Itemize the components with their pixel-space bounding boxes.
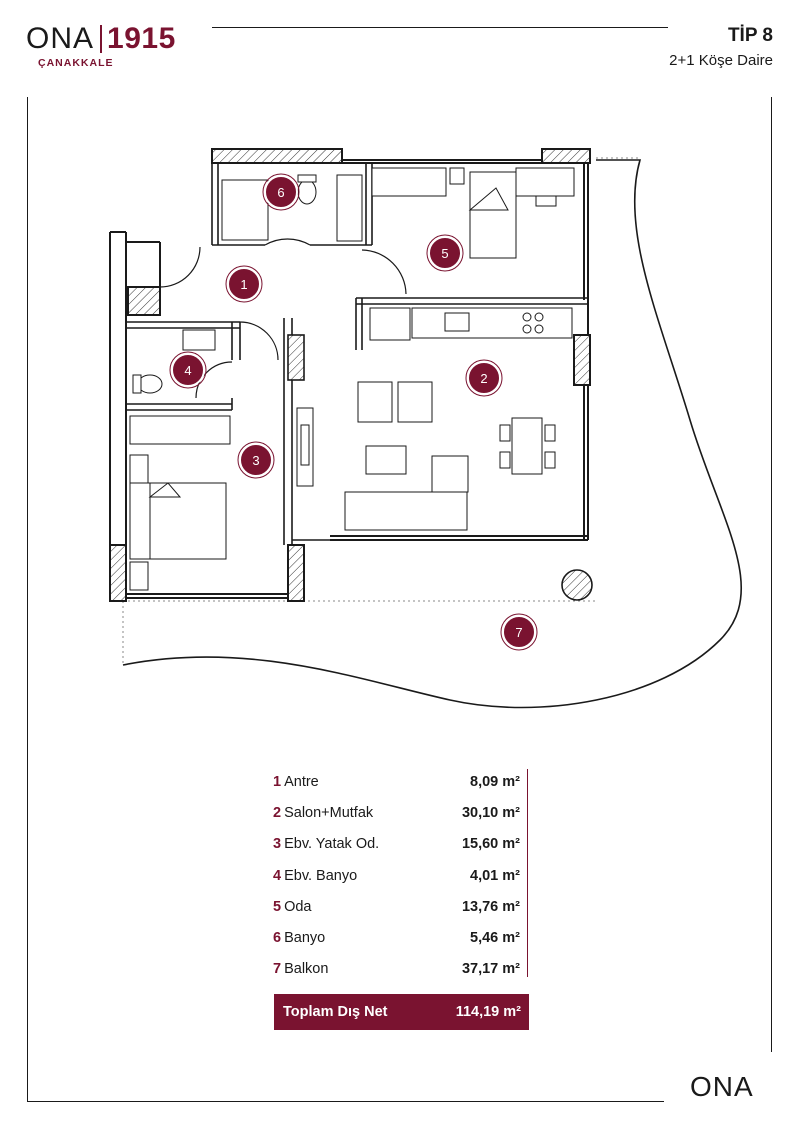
room-badge-7: 7 [500,613,538,651]
brand-divider [100,25,103,53]
area-row-number: 5 [273,898,282,915]
outer-walls [109,148,591,602]
area-row-number: 6 [273,930,282,947]
footer-logo: ONA [690,1071,754,1102]
area-row-value: 5,46 m² [470,930,520,947]
inner-walls [126,163,588,545]
svg-text:6: 6 [277,185,284,200]
area-row-value: 15,60 m² [461,836,520,853]
room-badges: 1 2 3 4 5 6 7 [169,173,538,651]
area-row-number: 2 [273,804,282,821]
room-badge-1: 1 [225,265,263,303]
total-area-bar: Toplam Dış Net 114,19 m² [274,994,529,1030]
page-title: TİP 8 [727,25,773,46]
total-value: 114,19 m² [455,1004,521,1020]
frame-bottom-rule [27,1101,664,1102]
room-badge-2: 2 [465,359,503,397]
area-row-number: 4 [273,867,282,884]
area-row-value: 8,09 m² [470,773,520,790]
room-badge-6: 6 [262,173,300,211]
area-table-divider [527,769,528,977]
tree-icon [561,569,593,601]
room-badge-3: 3 [237,441,275,479]
page-subtitle: 2+1 Köşe Daire [669,52,773,69]
doors [159,238,407,399]
area-row-number: 7 [273,961,282,978]
area-row-value: 4,01 m² [470,867,520,884]
svg-text:4: 4 [184,363,191,378]
area-row-label: Oda [284,898,312,915]
area-row-label: Balkon [284,961,329,978]
area-row-label: Banyo [284,930,326,947]
area-row-label: Ebv. Banyo [284,867,358,884]
frame-left-rule [27,97,28,1102]
area-row-number: 1 [273,773,282,790]
room-badge-4: 4 [169,351,207,389]
svg-text:2: 2 [480,371,487,386]
fixtures [129,167,575,591]
room-badge-5: 5 [426,234,464,272]
area-row-value: 13,76 m² [461,898,520,915]
brand-name: ONA [26,22,95,55]
brand-year: 1915 [107,22,176,55]
svg-text:7: 7 [515,625,522,640]
area-row-label: Salon+Mutfak [284,804,374,821]
balcony-outline [122,159,743,709]
brand-city: ÇANAKKALE [38,57,114,69]
svg-text:5: 5 [441,246,448,261]
area-row-label: Ebv. Yatak Od. [284,836,380,853]
header-rule [212,27,668,28]
area-row-value: 30,10 m² [461,804,520,821]
area-row-number: 3 [273,836,282,853]
svg-text:3: 3 [252,453,259,468]
area-row-value: 37,17 m² [461,961,520,978]
area-row-label: Antre [284,773,319,790]
frame-right-rule [771,97,772,1052]
brand-logo: ONA 1915 ÇANAKKALE [26,22,176,69]
total-label: Toplam Dış Net [283,1004,388,1020]
svg-text:1: 1 [240,277,247,292]
